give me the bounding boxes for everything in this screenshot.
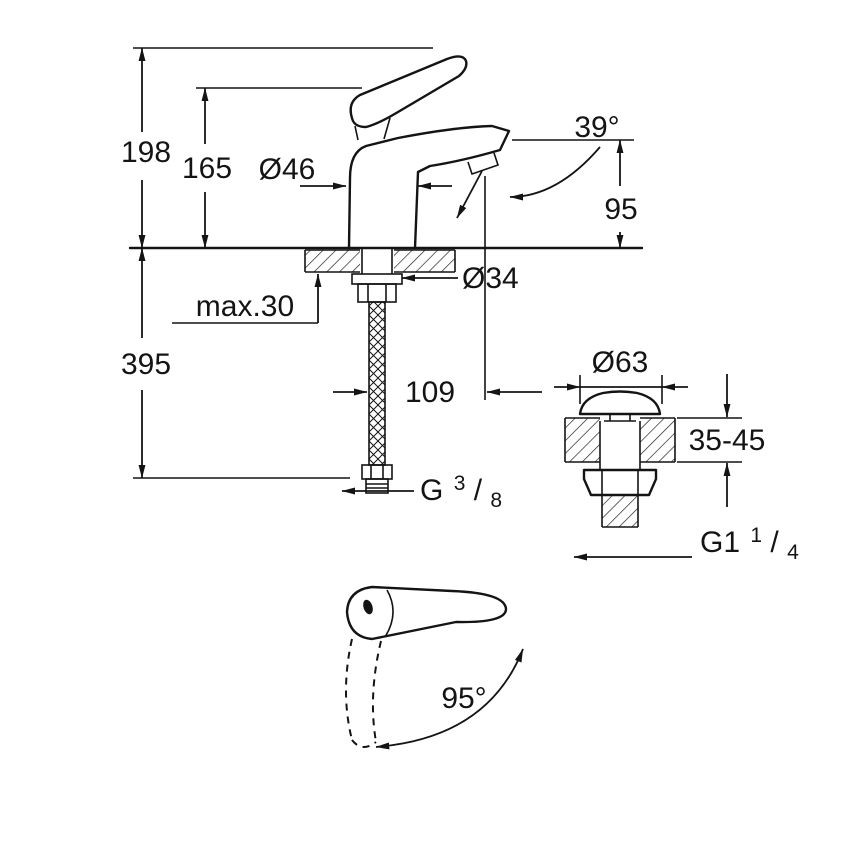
deck-hatch-right <box>394 250 455 272</box>
dim-95-label: 95 <box>604 193 637 226</box>
pop-up-waste-view <box>564 390 676 528</box>
dim-39deg-leader <box>509 146 601 201</box>
waste-deck-outline <box>564 417 676 463</box>
waste-cap-neck <box>604 414 636 422</box>
faucet-lever-outline <box>349 55 468 129</box>
mounting-washer <box>351 273 403 285</box>
faucet-body-outline <box>347 124 511 250</box>
mounting-nut-facets <box>367 284 387 302</box>
popup-thread-numerator: 1 <box>750 524 762 547</box>
counter-deck <box>128 246 644 273</box>
supply-hose <box>368 301 386 466</box>
hose-connector-nut <box>361 464 393 480</box>
inlet-thread-slash: / <box>474 474 483 507</box>
dimensioning: 198 165 Ø46 39° 95 max.30 Ø34 395 109 <box>121 47 799 715</box>
waste-locknut-facets <box>601 471 639 494</box>
waste-tube-walls <box>599 421 641 470</box>
mounting-nut <box>357 283 397 303</box>
popup-thread-denominator: 4 <box>787 541 799 564</box>
inlet-thread-label: G 3 / 8 <box>420 464 502 512</box>
dim-165-label: 165 <box>182 152 232 185</box>
dim-95deg-label: 95° <box>441 682 486 715</box>
popup-thread-slash: / <box>770 526 779 559</box>
dim-63-label: Ø63 <box>592 346 649 379</box>
dim-max30-label: max.30 <box>196 290 294 323</box>
handle-rotation-view <box>345 585 524 750</box>
dim-39deg-label: 39° <box>574 111 619 144</box>
waste-cap-outline <box>578 390 662 416</box>
waste-locknut <box>582 468 658 497</box>
popup-thread-prefix: G1 <box>700 526 740 559</box>
dim-34-label: Ø34 <box>462 262 519 295</box>
dim-3545-label: 35-45 <box>689 424 766 457</box>
waste-deck-hatch-right <box>640 418 675 462</box>
handle-rotated-position-tip <box>351 739 377 748</box>
dim-46-label: Ø46 <box>259 153 316 186</box>
waste-thread-hatch <box>602 495 638 527</box>
dim-198-label: 198 <box>121 136 171 169</box>
hose-connector-thread <box>365 478 389 494</box>
handle-rotated-position-left <box>345 638 353 741</box>
dim-395-label: 395 <box>121 348 171 381</box>
waste-thread-outline <box>601 495 639 528</box>
popup-thread-label: G1 1 / 4 <box>700 516 799 564</box>
under-deck-hardware <box>351 248 403 494</box>
deck-slab-outline <box>304 249 456 273</box>
spout-flow-arrow <box>456 170 483 219</box>
handle-rotated-position-right <box>371 640 382 743</box>
handle-screw-hole <box>363 599 373 615</box>
dim-109-label: 109 <box>405 376 455 409</box>
faucet-aerator-outlet <box>467 152 500 176</box>
hose-connector-facets <box>370 465 384 479</box>
deck-hatch-left <box>305 250 360 272</box>
handle-cap-boundary <box>384 589 394 638</box>
inlet-thread-prefix: G <box>420 474 443 507</box>
waste-deck-hatch-left <box>565 418 600 462</box>
inlet-thread-denominator: 8 <box>490 489 502 512</box>
faucet-lever-base-detail <box>354 117 391 141</box>
handle-outline <box>345 585 508 641</box>
mounting-shank <box>361 248 393 274</box>
faucet-side-view <box>347 55 511 250</box>
handle-angle-arc <box>375 648 524 750</box>
hose-connector-thread-lines <box>366 483 388 489</box>
inlet-thread-numerator: 3 <box>454 472 466 495</box>
